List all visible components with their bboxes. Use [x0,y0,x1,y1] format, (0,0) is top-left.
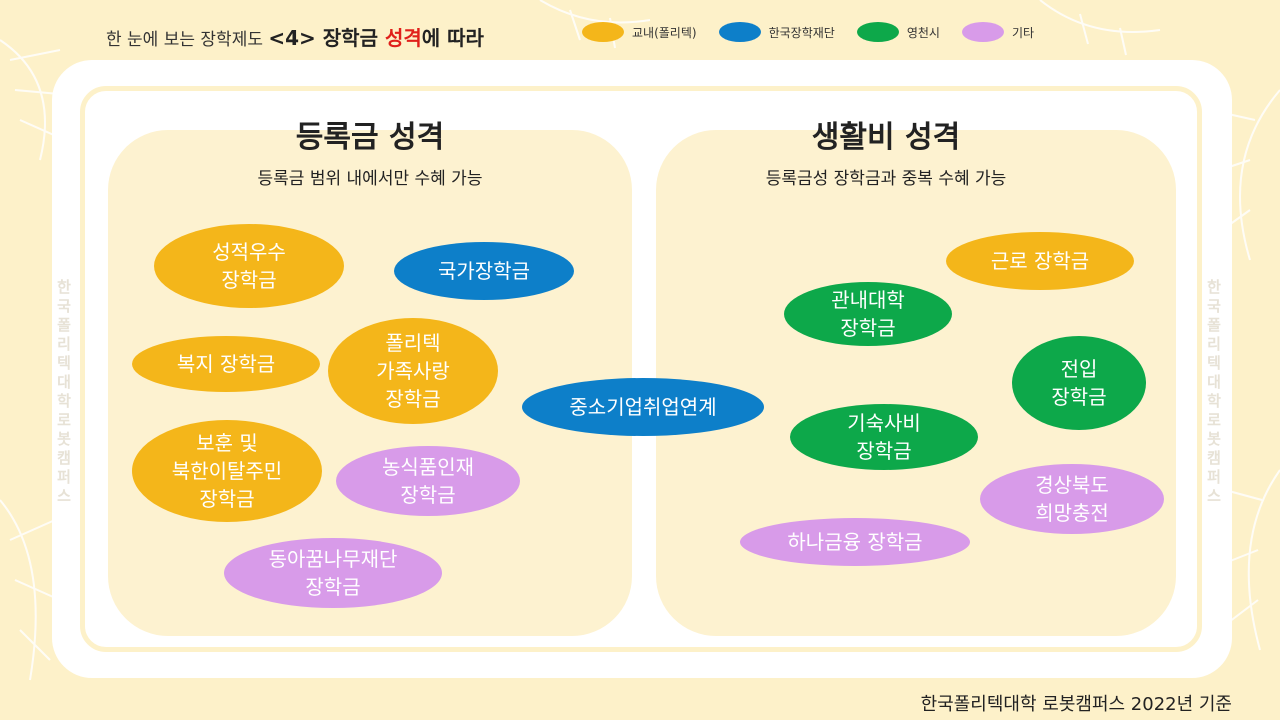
legend-label: 영천시 [906,25,940,40]
living-panel-description: 등록금성 장학금과 중복 수혜 가능 [765,169,1007,189]
legend: 교내(폴리텍) 한국장학재단 영천시 기타 [582,22,1056,42]
legend-item-kosaf: 한국장학재단 [718,22,835,42]
side-watermark-right: 한국폴리텍대학로봇캠퍼스 [1207,278,1221,505]
legend-label: 한국장학재단 [768,25,835,40]
legend-swatch-blue [718,22,761,42]
hana-financial-scholarship-bubble: 하나금융 장학금 [740,518,970,566]
polytech-family-scholarship-bubble: 폴리텍 가족사랑 장학금 [328,318,498,424]
legend-label: 교내(폴리텍) [632,25,697,40]
in-school-scholarship-bubble: 관내대학 장학금 [784,282,952,346]
page-title: 한 눈에 보는 장학제도 <4> 장학금 성격에 따라 [106,22,484,51]
work-scholarship-bubble: 근로 장학금 [946,232,1134,290]
title-prefix: 한 눈에 보는 장학제도 [106,30,269,50]
legend-item-yeongcheon: 영천시 [856,22,940,42]
veterans-defectors-scholarship-bubble: 보훈 및 북한이탈주민 장학금 [132,420,322,522]
dormitory-scholarship-bubble: 기숙사비 장학금 [790,404,978,470]
legend-label: 기타 [1011,25,1035,40]
welfare-scholarship-bubble: 복지 장학금 [132,336,320,392]
title-highlight: 성격 [384,26,422,50]
title-suffix: 에 따라 [421,26,484,50]
dongaggum-foundation-scholarship-bubble: 동아꿈나무재단 장학금 [224,538,442,608]
legend-swatch-green [856,22,899,42]
title-mid: 장학금 [315,26,385,50]
legend-swatch-orange [582,22,624,42]
tuition-panel-description: 등록금 범위 내에서만 수혜 가능 [257,169,483,189]
title-number: <4> [268,26,316,50]
footer-note: 한국폴리텍대학 로봇캠퍼스 2022년 기준 [920,694,1232,715]
legend-item-polytech: 교내(폴리텍) [582,22,697,42]
gyeongbuk-hope-scholarship-bubble: 경상북도 희망충전 [980,464,1164,534]
agrifood-talent-scholarship-bubble: 농식품인재 장학금 [336,446,520,516]
tuition-panel-title: 등록금 성격 [295,120,445,155]
side-watermark-left: 한국폴리텍대학로봇캠퍼스 [57,278,71,505]
sme-employment-scholarship-bubble: 중소기업취업연계 [522,378,764,436]
national-scholarship-bubble: 국가장학금 [394,242,574,300]
legend-swatch-purple [961,22,1004,42]
living-panel-title: 생활비 성격 [811,120,961,155]
legend-item-other: 기타 [961,22,1035,42]
transfer-scholarship-bubble: 전입 장학금 [1012,336,1146,430]
merit-scholarship-bubble: 성적우수 장학금 [154,224,344,308]
